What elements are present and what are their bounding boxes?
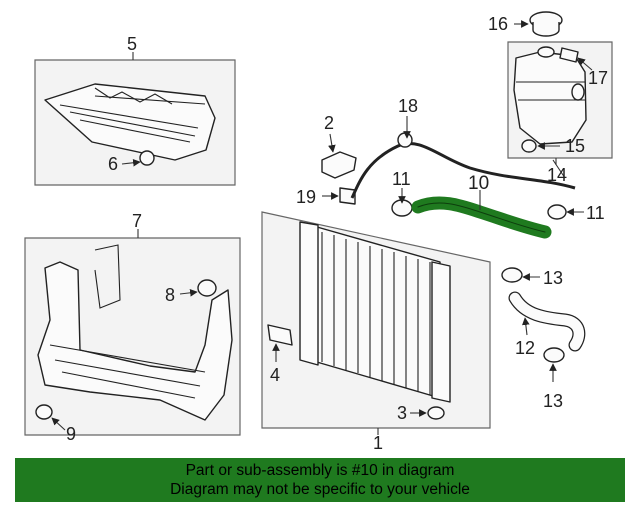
info-banner: Part or sub-assembly is #10 in diagram D… xyxy=(15,458,625,502)
callout-12: 12 xyxy=(515,338,535,358)
callout-labels: 1 2 3 4 5 6 7 8 9 10 11 11 12 13 13 14 1… xyxy=(66,14,608,453)
panel-14-reservoir xyxy=(507,41,613,165)
callout-7: 7 xyxy=(132,211,142,231)
callout-18: 18 xyxy=(398,96,418,116)
panel-5-air-deflector xyxy=(34,52,236,186)
callout-1: 1 xyxy=(373,433,383,453)
callout-11-right: 11 xyxy=(586,203,605,223)
panel-7-baffle xyxy=(24,229,241,436)
panel-1-radiator xyxy=(261,211,491,435)
parts-diagram: 1 2 3 4 5 6 7 8 9 10 11 11 12 13 13 14 1… xyxy=(24,11,613,453)
callout-9: 9 xyxy=(66,424,76,444)
banner-line-1: Part or sub-assembly is #10 in diagram xyxy=(185,462,455,479)
callout-8: 8 xyxy=(165,285,175,305)
callout-4: 4 xyxy=(270,365,280,385)
callout-17: 17 xyxy=(588,68,608,88)
callout-16: 16 xyxy=(488,14,508,34)
callout-5: 5 xyxy=(127,34,137,54)
callout-14: 14 xyxy=(547,165,567,185)
callout-11-upper: 11 xyxy=(392,169,411,189)
callout-10: 10 xyxy=(468,173,489,194)
callout-19: 19 xyxy=(296,187,316,207)
callout-6: 6 xyxy=(108,154,118,174)
callout-2: 2 xyxy=(324,113,334,133)
callout-13-lower: 13 xyxy=(543,391,563,411)
loose-parts xyxy=(321,11,586,382)
callout-15: 15 xyxy=(565,136,585,156)
callout-13-upper: 13 xyxy=(543,268,563,288)
banner-line-2: Diagram may not be specific to your vehi… xyxy=(170,481,470,498)
callout-3: 3 xyxy=(397,403,407,423)
